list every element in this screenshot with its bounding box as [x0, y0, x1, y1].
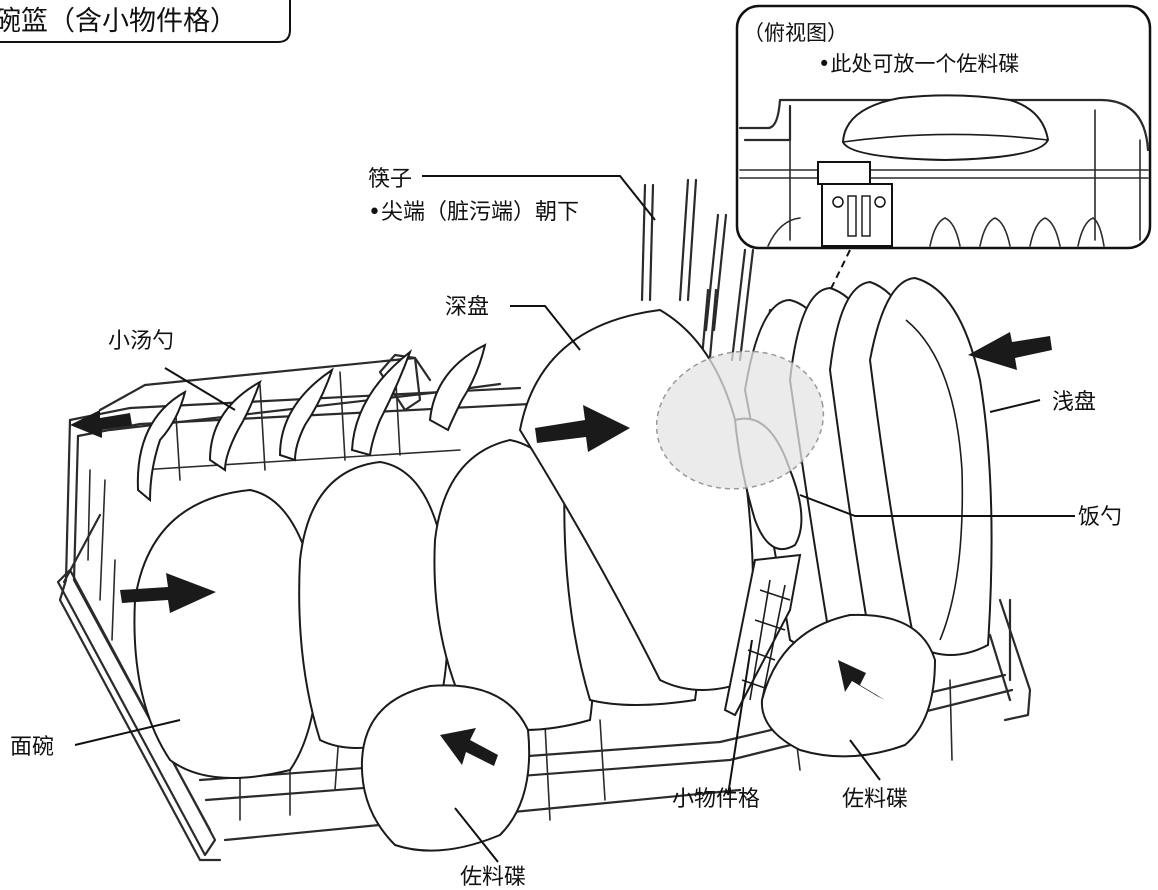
leader-small-spoon	[164, 367, 236, 411]
small-spoons	[136, 343, 487, 503]
label-shallow-plate: 浅盘	[1052, 390, 1096, 415]
leader-sauce-right	[849, 739, 881, 781]
sauce-dish-zone	[655, 350, 825, 490]
label-small-items-basket: 小物件格	[672, 787, 760, 812]
arrows	[70, 332, 1052, 766]
label-small-spoon: 小汤勺	[108, 329, 174, 354]
leader-noodle-bowl	[74, 719, 181, 746]
text-labels: 筷子 •尖端（脏污端）朝下 深盘 小汤勺 浅盘 饭勺 面碗 小物件格 佐料碟 佐…	[10, 167, 1122, 890]
label-sauce-dish-right: 佐料碟	[842, 787, 908, 812]
label-noodle-bowl: 面碗	[10, 735, 54, 760]
leader-lines	[74, 175, 1075, 863]
arrow-bowl-mid	[535, 405, 630, 452]
shallow-plates	[743, 276, 993, 656]
leader-rice-scoop	[799, 494, 1075, 517]
label-chopsticks: 筷子	[368, 167, 412, 192]
top-view-inset: （俯视图） •此处可放一个佐料碟	[735, 4, 1152, 250]
arrow-spoon-left	[70, 410, 132, 438]
arrow-bowl-left	[120, 573, 216, 613]
title-box: 碗篮（含小物件格）	[0, 0, 291, 43]
leader-shallow-plate	[989, 399, 1041, 413]
leader-sauce-bottom	[454, 807, 499, 863]
leader-small-items	[727, 639, 753, 796]
label-deep-plate: 深盘	[445, 295, 489, 320]
label-chopsticks-note: •尖端（脏污端）朝下	[368, 200, 579, 225]
arrow-sauce-right	[838, 660, 885, 700]
inset-note: •此处可放一个佐料碟	[818, 52, 1019, 76]
arrow-sauce-bottom	[440, 728, 498, 766]
leader-deep-plate	[510, 305, 581, 351]
title-text: 碗篮（含小物件格）	[0, 6, 237, 37]
label-sauce-dish-bottom: 佐料碟	[460, 865, 526, 890]
leader-chopsticks	[422, 175, 656, 221]
arrow-plate-right	[968, 332, 1052, 370]
label-rice-scoop: 饭勺	[1078, 505, 1122, 530]
inset-heading: （俯视图）	[743, 21, 848, 45]
small-items-basket	[723, 553, 802, 717]
sauce-dishes	[360, 613, 937, 852]
